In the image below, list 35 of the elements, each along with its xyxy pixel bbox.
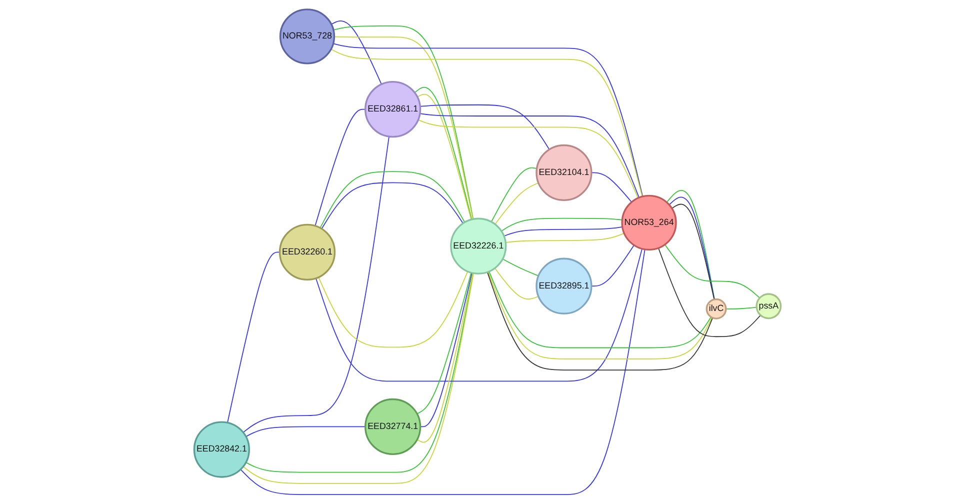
connector — [494, 182, 539, 225]
connector — [315, 248, 643, 382]
connector — [658, 248, 761, 338]
node-circle: EED32226.1 — [450, 218, 507, 274]
connector — [416, 272, 474, 443]
connector — [590, 172, 632, 203]
node-circle: EED32260.1 — [278, 224, 336, 280]
connector — [725, 306, 758, 310]
connector — [504, 226, 623, 237]
node-circle: EED32842.1 — [193, 421, 250, 478]
node-circle: pssA — [756, 293, 782, 320]
connector — [318, 270, 468, 348]
connector — [502, 258, 539, 276]
node-circle: EED32861.1 — [364, 81, 422, 138]
node-circle: ilvC — [706, 298, 727, 320]
connector — [330, 20, 382, 85]
connector — [320, 171, 466, 228]
node-circle: EED32895.1 — [536, 258, 592, 314]
connector — [490, 167, 538, 222]
node-circle: EED32774.1 — [364, 398, 422, 456]
connector — [240, 248, 646, 495]
node-circle: EED32104.1 — [536, 144, 592, 202]
connector — [242, 136, 390, 433]
connector — [500, 218, 623, 232]
connector — [227, 252, 280, 424]
node-circle: NOR53_728 — [279, 8, 336, 64]
node-circle: NOR53_264 — [621, 194, 677, 251]
connector — [321, 182, 464, 230]
connector — [664, 244, 760, 298]
connector — [314, 108, 366, 226]
connector — [494, 268, 539, 300]
connector — [420, 104, 550, 150]
connector — [505, 232, 625, 243]
connector — [246, 426, 366, 438]
connector — [590, 244, 634, 287]
